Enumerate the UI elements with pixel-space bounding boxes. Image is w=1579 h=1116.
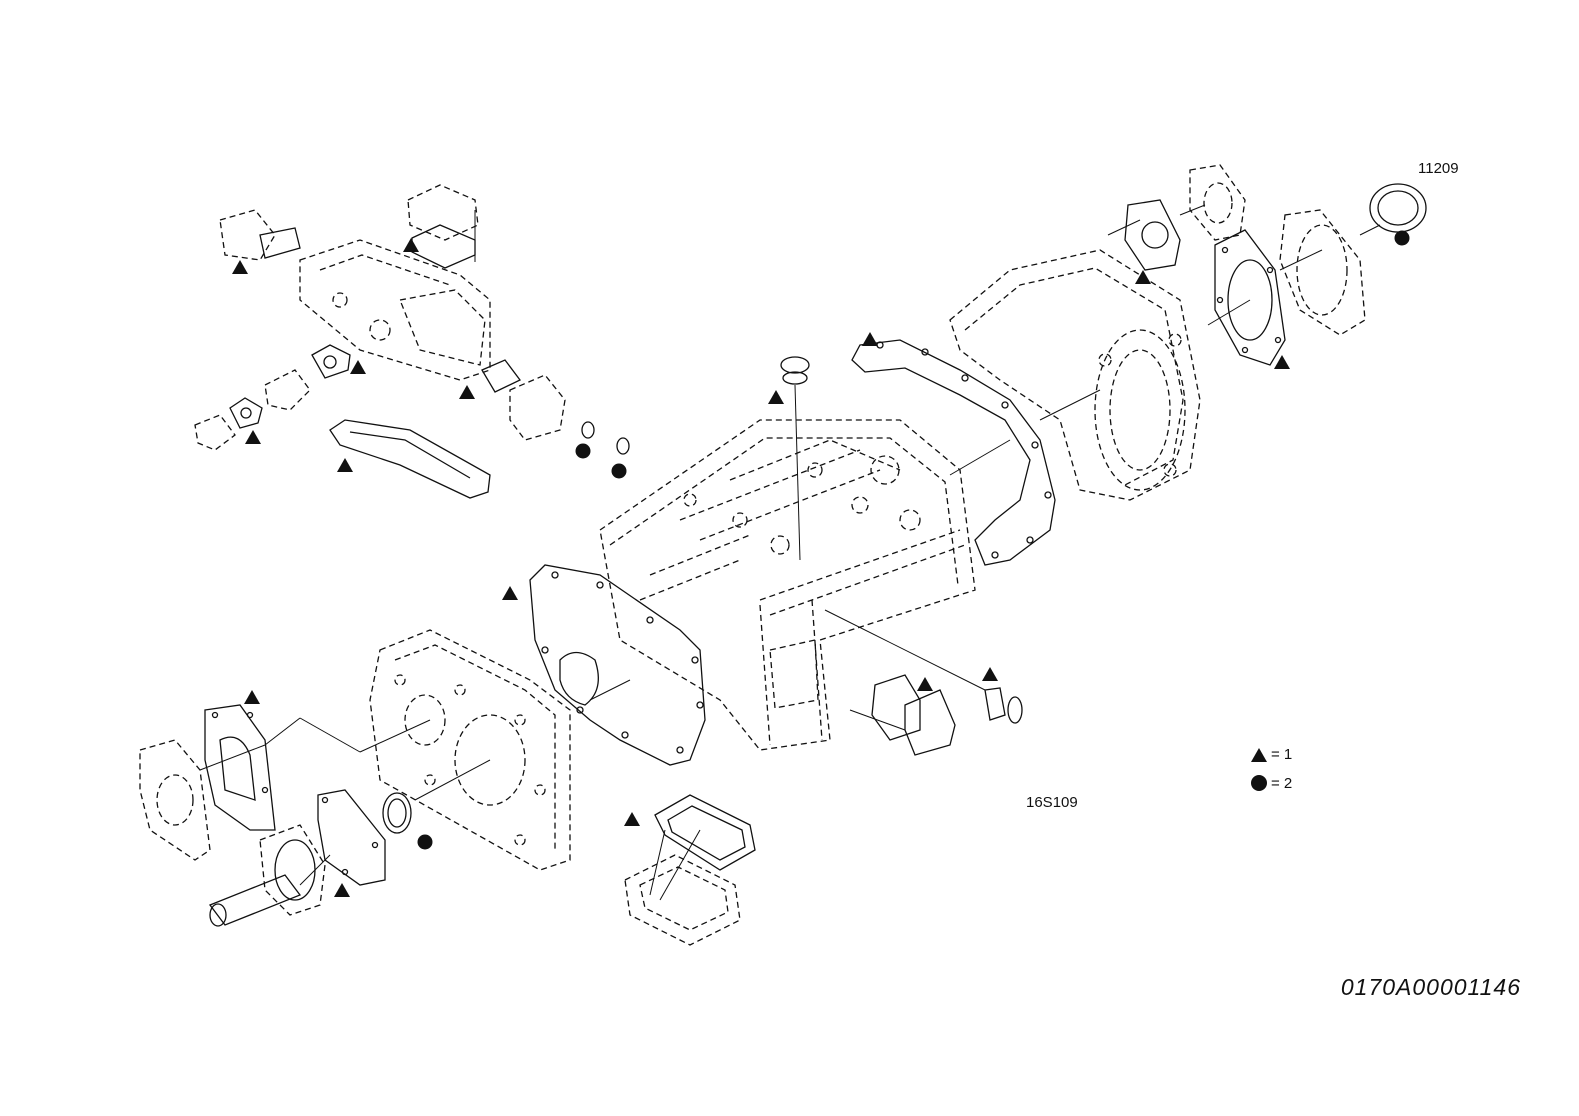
triangle-markers: [232, 238, 1290, 897]
pto-opening-gasket: [654, 794, 756, 871]
legend-circle-text: = 2: [1271, 774, 1293, 792]
triangle-marker-icon: [1135, 270, 1151, 284]
circle-marker-icon: [575, 443, 591, 459]
legend-circle-row: = 2: [1250, 774, 1292, 792]
circle-marker-icon: [1394, 230, 1410, 246]
top-valve-cover: [407, 184, 479, 241]
center-code-label: 16S109: [1026, 794, 1078, 811]
triangle-marker-icon: [245, 430, 261, 444]
actuator-gasket: [481, 359, 521, 393]
triangle-marker-icon: [502, 586, 518, 600]
clutch-bell-housing: [949, 249, 1201, 501]
left-valve-cover: [219, 209, 276, 261]
pto-flange-cover: [139, 739, 211, 861]
output-shaft-seal-gasket: [317, 789, 386, 886]
pto-opening-cover: [624, 854, 741, 946]
triangle-marker-icon: [459, 385, 475, 399]
triangle-marker-icon: [768, 390, 784, 404]
rear-seal-cover: [1189, 164, 1246, 241]
triangle-marker-icon: [917, 677, 933, 691]
front-cover: [369, 629, 571, 871]
triangle-marker-icon: [350, 360, 366, 374]
front-cover-gasket: [529, 564, 706, 766]
top-valve-gasket: [411, 224, 476, 269]
oil-pan-gasket: [329, 419, 491, 499]
rear-seal-gasket: [1124, 199, 1181, 271]
legend-triangle-row: = 1: [1250, 746, 1292, 763]
pto-flange-gasket: [204, 704, 276, 831]
actuator-body: [509, 374, 566, 441]
left-valve-gasket: [259, 227, 301, 259]
circle-marker-icon: [611, 463, 627, 479]
rear-cover-gasket: [1214, 229, 1286, 366]
circle-markers: [417, 230, 1410, 850]
triangle-marker-icon: [1251, 747, 1267, 762]
output-shaft-assembly: [208, 824, 326, 927]
small-flange-gasket-2: [229, 397, 263, 429]
triangle-marker-icon: [862, 332, 878, 346]
triangle-marker-icon: [403, 238, 419, 252]
legend-triangle-text: = 1: [1271, 746, 1293, 763]
circle-marker-icon: [1251, 775, 1267, 791]
side-cover-gasket: [871, 674, 1023, 756]
drawing-number: 0170A00001146: [1340, 974, 1521, 1000]
small-flange-gasket-1: [311, 344, 351, 379]
shift-control-housing: [299, 239, 491, 381]
rear-oil-seal: [1369, 183, 1427, 233]
rear-cover: [1279, 209, 1366, 336]
connector-fitting: [194, 369, 311, 451]
bell-housing-gasket: [851, 339, 1056, 566]
triangle-marker-icon: [1274, 355, 1290, 369]
triangle-marker-icon: [982, 667, 998, 681]
triangle-marker-icon: [334, 883, 350, 897]
main-gearbox-housing: [599, 419, 976, 751]
leader-lines: [199, 204, 1381, 901]
triangle-marker-icon: [244, 690, 260, 704]
breather-gasket: [780, 356, 810, 385]
triangle-marker-icon: [337, 458, 353, 472]
triangle-marker-icon: [624, 812, 640, 826]
top-right-code-label: 11209: [1418, 160, 1459, 177]
plug-seals: [581, 421, 630, 455]
triangle-marker-icon: [232, 260, 248, 274]
circle-marker-icon: [417, 834, 433, 850]
output-shaft-seal: [382, 792, 412, 834]
